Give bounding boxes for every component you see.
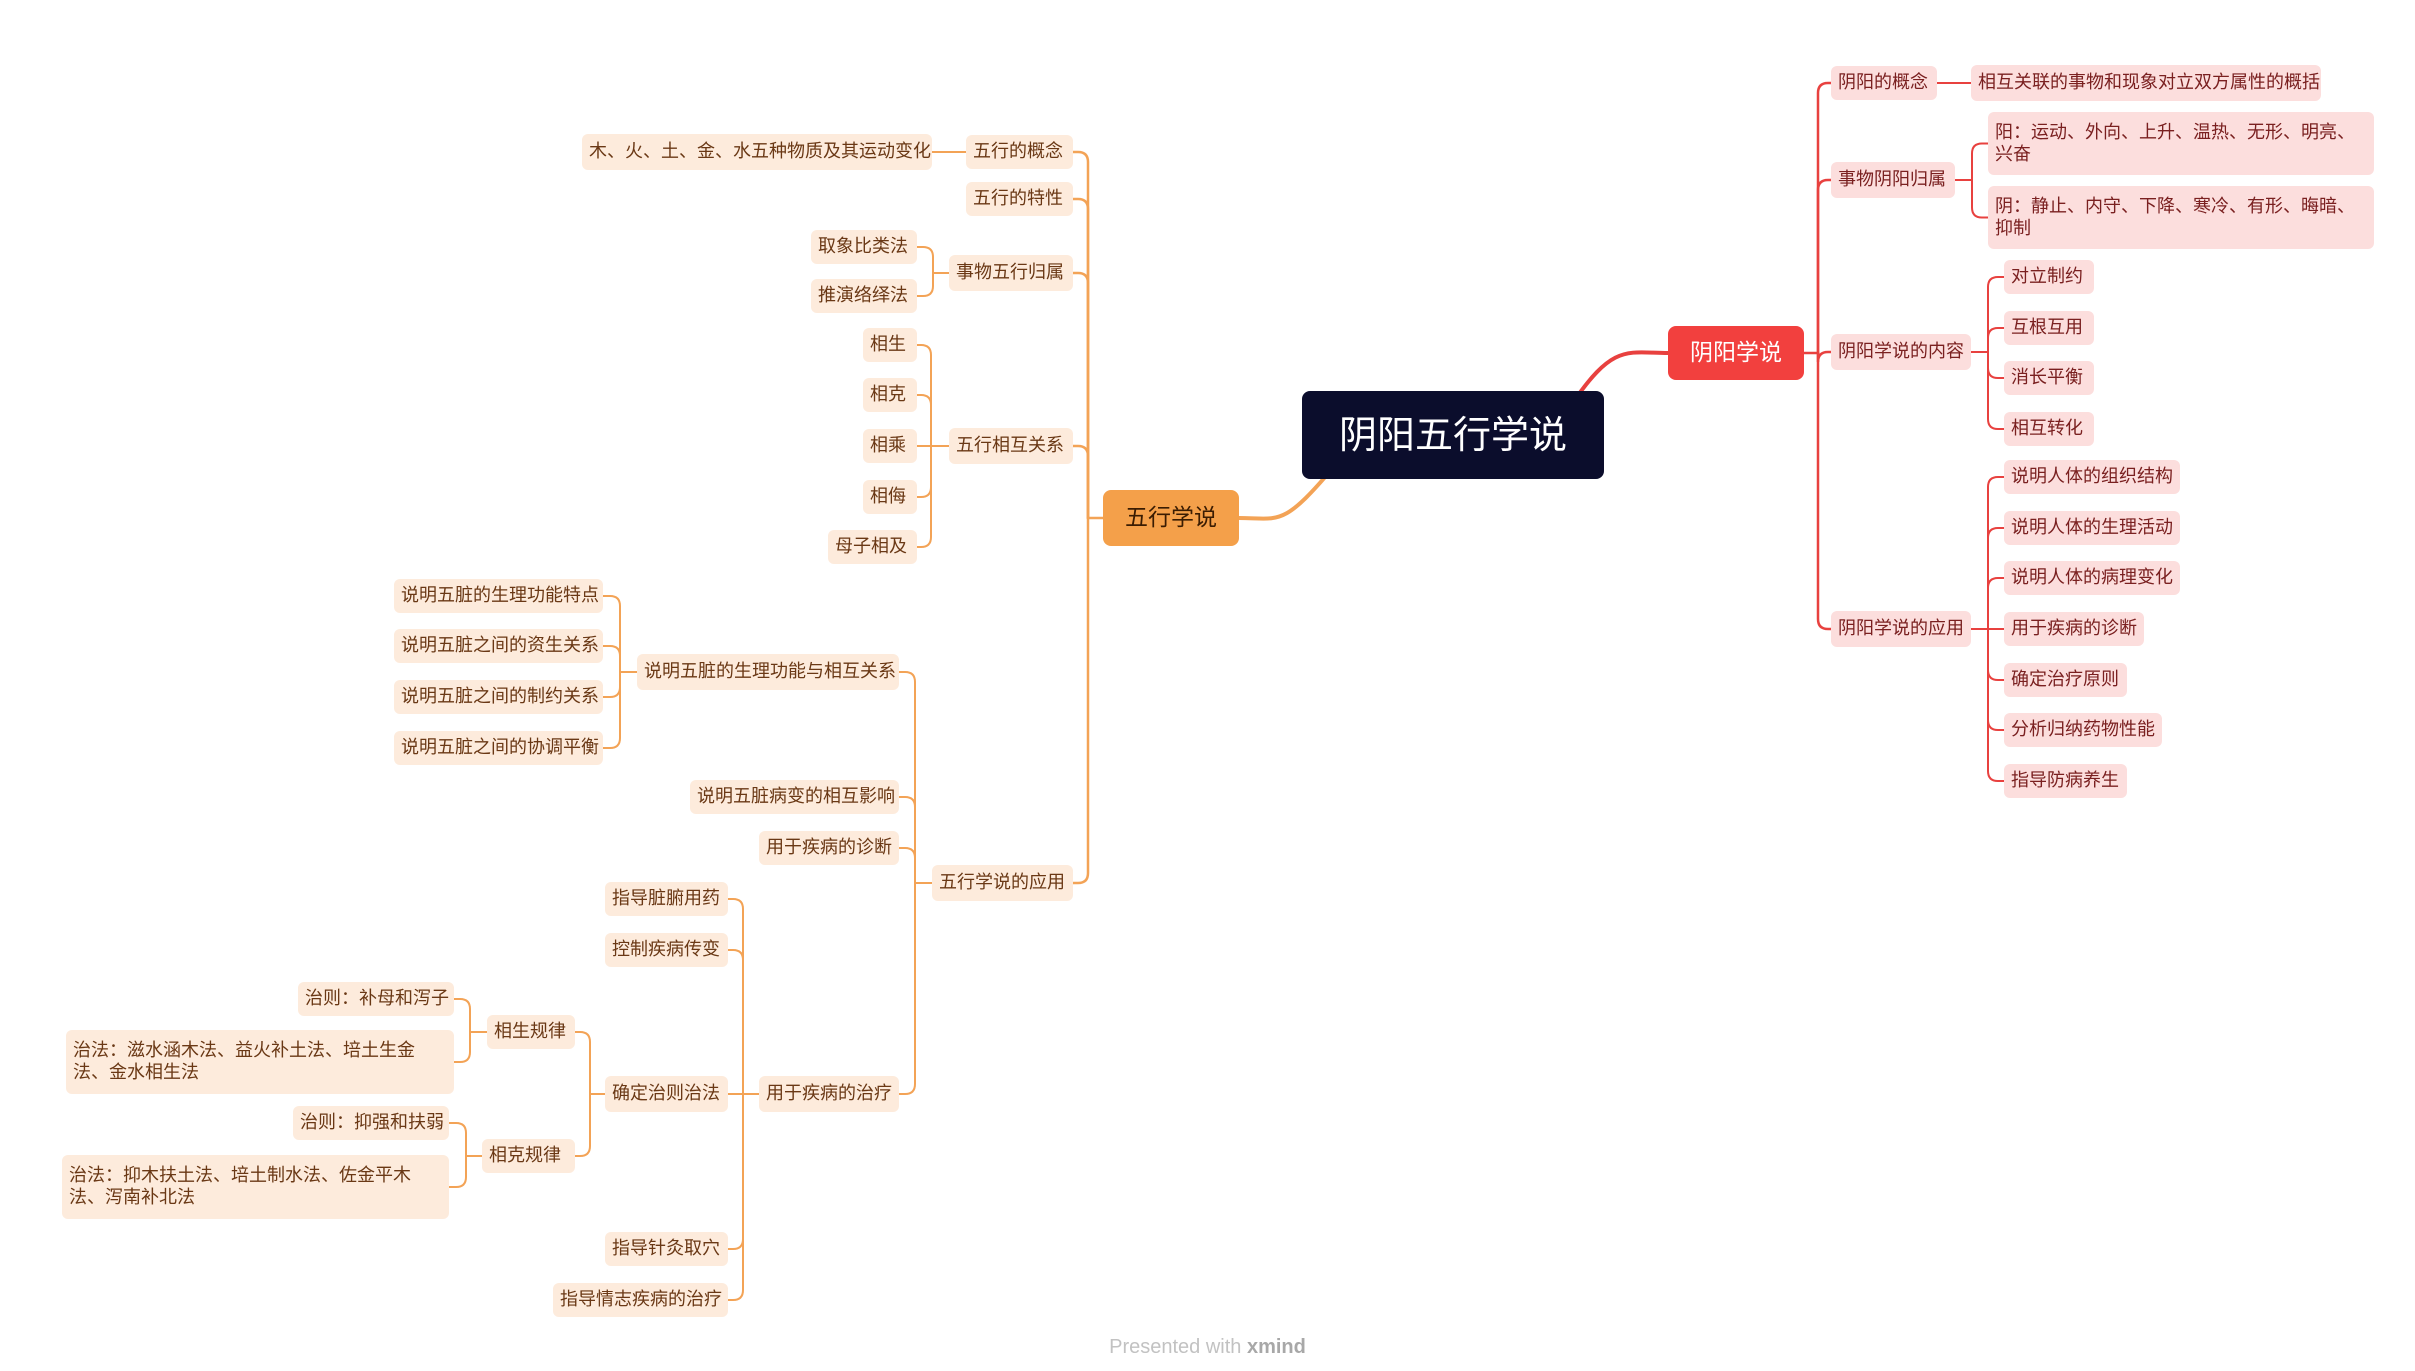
yinyang-main-topic[interactable]: 阴阳学说 <box>1668 326 1804 380</box>
yinyang-content-item[interactable]: 互根互用 <box>2004 311 2094 345</box>
footer-prefix: Presented with <box>1109 1336 1247 1358</box>
connector-line <box>1987 327 2005 353</box>
connector-line <box>727 949 744 1095</box>
pathology-topic[interactable]: 说明五脏病变的相互影响 <box>690 780 899 814</box>
treatment-acupuncture-item[interactable]: 指导针灸取穴 <box>605 1232 728 1266</box>
connector-line <box>1071 150 1090 520</box>
root-topic[interactable]: 阴阳五行学说 <box>1302 391 1604 479</box>
relation-item[interactable]: 母子相及 <box>828 530 917 564</box>
connector-line <box>916 344 932 447</box>
attribution-method-item[interactable]: 推演络绎法 <box>811 279 917 313</box>
connector-line <box>1816 351 1833 631</box>
connector-line <box>1071 444 1090 520</box>
yinyang-application-item[interactable]: 说明人体的病理变化 <box>2004 561 2180 595</box>
xmind-brand: xmind <box>1246 1336 1306 1358</box>
principles-topic[interactable]: 确定治则治法 <box>605 1076 728 1112</box>
yinyang-attribution-topic[interactable]: 事物阴阳归属 <box>1831 162 1955 198</box>
yang-attribution-item[interactable]: 阳：运动、外向、上升、温热、无形、明亮、兴奋 <box>1988 112 2374 175</box>
connector-line <box>574 1093 591 1157</box>
yinyang-content-topic[interactable]: 阴阳学说的内容 <box>1831 334 1971 370</box>
physiology-item[interactable]: 说明五脏之间的资生关系 <box>394 629 603 663</box>
connector-line <box>602 645 621 673</box>
physiology-topic[interactable]: 说明五脏的生理功能与相互关系 <box>637 654 899 690</box>
connector-line <box>727 1093 744 1301</box>
sheng-rule-topic[interactable]: 相生规律 <box>487 1015 575 1049</box>
connector-line <box>1987 476 2005 630</box>
physiology-item[interactable]: 说明五脏之间的协调平衡 <box>394 731 603 765</box>
connector-line <box>453 998 471 1033</box>
connector-line <box>898 882 916 1095</box>
sheng-rule-method[interactable]: 治法：滋水涵木法、益火补土法、培土生金法、金水相生法 <box>66 1030 454 1094</box>
yinyang-content-item[interactable]: 相互转化 <box>2004 412 2094 446</box>
yinyang-application-item[interactable]: 说明人体的组织结构 <box>2004 460 2180 494</box>
connector-line <box>574 1031 591 1095</box>
yinyang-concept-topic[interactable]: 阴阳的概念 <box>1831 66 1937 100</box>
connector-line <box>1987 628 2005 782</box>
connector-line <box>1987 351 2005 430</box>
connector-line <box>1071 516 1090 885</box>
connector-line <box>1971 142 1989 181</box>
connector-line <box>916 272 934 297</box>
connector-line <box>1816 178 1833 355</box>
yinyang-application-item[interactable]: 指导防病养生 <box>2004 764 2127 798</box>
yinyang-application-topic[interactable]: 阴阳学说的应用 <box>1831 611 1971 647</box>
yinyang-concept-desc[interactable]: 相互关联的事物和现象对立双方属性的概括 <box>1971 65 2321 101</box>
wuxing-attribution-topic[interactable]: 事物五行归属 <box>949 255 1073 291</box>
relation-item[interactable]: 相乘 <box>863 429 917 463</box>
connector-line <box>916 246 934 274</box>
connector-line <box>916 445 932 548</box>
wuxing-traits-topic[interactable]: 五行的特性 <box>966 182 1073 216</box>
yinyang-content-item[interactable]: 消长平衡 <box>2004 361 2094 395</box>
attribution-method-item[interactable]: 取象比类法 <box>811 230 917 264</box>
yinyang-application-item[interactable]: 确定治疗原则 <box>2004 663 2127 697</box>
connector-line <box>1987 577 2005 630</box>
presented-with-footer: Presented with xmind <box>0 1336 2415 1359</box>
treatment-drugs-item[interactable]: 指导脏腑用药 <box>605 882 728 916</box>
connector-line <box>1572 350 1670 403</box>
yin-attribution-item[interactable]: 阴：静止、内守、下降、寒冷、有形、晦暗、抑制 <box>1988 186 2374 249</box>
connector-line <box>898 847 916 884</box>
wuxing-concept-topic[interactable]: 五行的概念 <box>966 135 1073 169</box>
connector-line <box>448 1122 467 1157</box>
relation-item[interactable]: 相克 <box>863 378 917 412</box>
wuxing-application-topic[interactable]: 五行学说的应用 <box>932 865 1073 901</box>
yinyang-application-item[interactable]: 说明人体的生理活动 <box>2004 511 2180 545</box>
connector-line <box>1816 81 1833 355</box>
wuxing-concept-desc[interactable]: 木、火、土、金、水五种物质及其运动变化 <box>582 134 932 170</box>
connector-line <box>602 671 621 749</box>
physiology-item[interactable]: 说明五脏之间的制约关系 <box>394 680 603 714</box>
treatment-topic[interactable]: 用于疾病的治疗 <box>759 1076 899 1112</box>
connector-line <box>453 1031 471 1063</box>
relation-item[interactable]: 相侮 <box>863 480 917 514</box>
connector-line <box>1237 467 1334 521</box>
ke-rule-method[interactable]: 治法：抑木扶土法、培土制水法、佐金平木法、泻南补北法 <box>62 1155 449 1219</box>
connector-line <box>727 898 744 1095</box>
physiology-item[interactable]: 说明五脏的生理功能特点 <box>394 579 603 613</box>
ke-rule-principle[interactable]: 治则：抑强和扶弱 <box>293 1106 449 1140</box>
connector-line <box>602 595 621 673</box>
wuxing-relations-topic[interactable]: 五行相互关系 <box>949 428 1073 464</box>
yinyang-application-item[interactable]: 用于疾病的诊断 <box>2004 612 2144 646</box>
treatment-control-item[interactable]: 控制疾病传变 <box>605 933 728 967</box>
connector-line <box>1971 179 1989 219</box>
connector-line <box>448 1155 467 1188</box>
connector-line <box>1987 276 2005 353</box>
wuxing-main-topic[interactable]: 五行学说 <box>1103 490 1239 546</box>
connector-line <box>898 796 916 884</box>
connector-line <box>916 394 932 447</box>
connector-line <box>1071 197 1090 520</box>
connector-line <box>1987 527 2005 630</box>
ke-rule-topic[interactable]: 相克规律 <box>482 1139 575 1173</box>
diagnosis-topic[interactable]: 用于疾病的诊断 <box>759 831 899 865</box>
yinyang-content-item[interactable]: 对立制约 <box>2004 260 2094 294</box>
relation-item[interactable]: 相生 <box>863 328 917 362</box>
connector-line <box>898 671 916 884</box>
yinyang-application-item[interactable]: 分析归纳药物性能 <box>2004 713 2162 747</box>
connector-line <box>1071 271 1090 520</box>
sheng-rule-principle[interactable]: 治则：补母和泻子 <box>298 982 454 1016</box>
treatment-emotion-item[interactable]: 指导情志疾病的治疗 <box>553 1283 728 1317</box>
